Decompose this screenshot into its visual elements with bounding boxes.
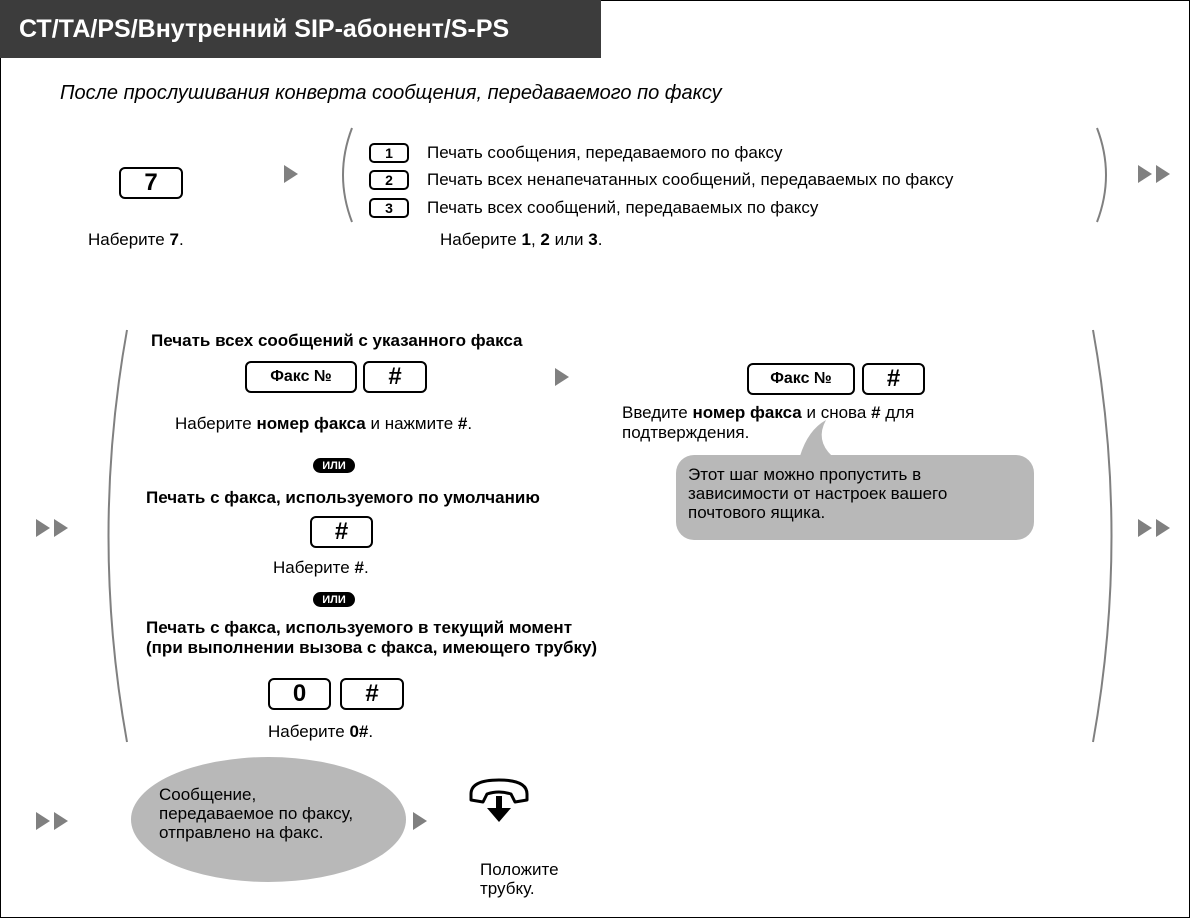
block-a-heading: Печать всех сообщений с указанного факса [151, 331, 523, 350]
option-key-1[interactable]: 1 [369, 143, 409, 163]
hash-key-b[interactable]: # [310, 516, 373, 548]
block-b-caption: Наберите #. [273, 558, 369, 577]
zero-key[interactable]: 0 [268, 678, 331, 710]
arrow-double-3a [1138, 519, 1152, 537]
arrow-double-4a [36, 812, 50, 830]
options-caption: Наберите 1, 2 или 3. [440, 230, 603, 249]
step1-caption: Наберите 7. [88, 230, 184, 249]
intro-text: После прослушивания конверта сообщения, … [60, 82, 722, 104]
arrow-1 [284, 165, 298, 183]
arrow-3 [413, 812, 427, 830]
option-label-1: Печать сообщения, передаваемого по факсу [427, 143, 783, 162]
arrow-2 [555, 368, 569, 386]
option-key-2[interactable]: 2 [369, 170, 409, 190]
arrow-double-2a [36, 519, 50, 537]
option-label-3: Печать всех сообщений, передаваемых по ф… [427, 198, 819, 217]
arrow-double-4b [54, 812, 68, 830]
arrow-double-3b [1156, 519, 1170, 537]
block-a-caption: Наберите номер факса и нажмите #. [175, 414, 473, 433]
or-badge-2: ИЛИ [313, 592, 355, 607]
page-title: СТ/ТА/PS/Внутренний SIP-абонент/S-PS [0, 0, 601, 58]
result-bubble: Сообщение,передаваемое по факсу,отправле… [131, 757, 406, 882]
block-b-heading: Печать с факса, используемого по умолчан… [146, 488, 540, 507]
block-c-caption: Наберите 0#. [268, 722, 374, 741]
confirm-fax-number-key[interactable]: Факс № [747, 363, 855, 395]
hash-key-c[interactable]: # [340, 678, 404, 710]
option-label-2: Печать всех ненапечатанных сообщений, пе… [427, 170, 954, 189]
option-key-3[interactable]: 3 [369, 198, 409, 218]
key-7[interactable]: 7 [119, 167, 183, 199]
handset-down-icon [469, 778, 529, 822]
arrow-double-2b [54, 519, 68, 537]
hash-key-a[interactable]: # [363, 361, 427, 393]
confirm-hash-key[interactable]: # [862, 363, 925, 395]
block-c-heading: Печать с факса, используемого в текущий … [146, 618, 598, 657]
fax-number-key[interactable]: Факс № [245, 361, 357, 393]
or-badge-1: ИЛИ [313, 458, 355, 473]
arrow-double-1b [1156, 165, 1170, 183]
arrow-double-1a [1138, 165, 1152, 183]
